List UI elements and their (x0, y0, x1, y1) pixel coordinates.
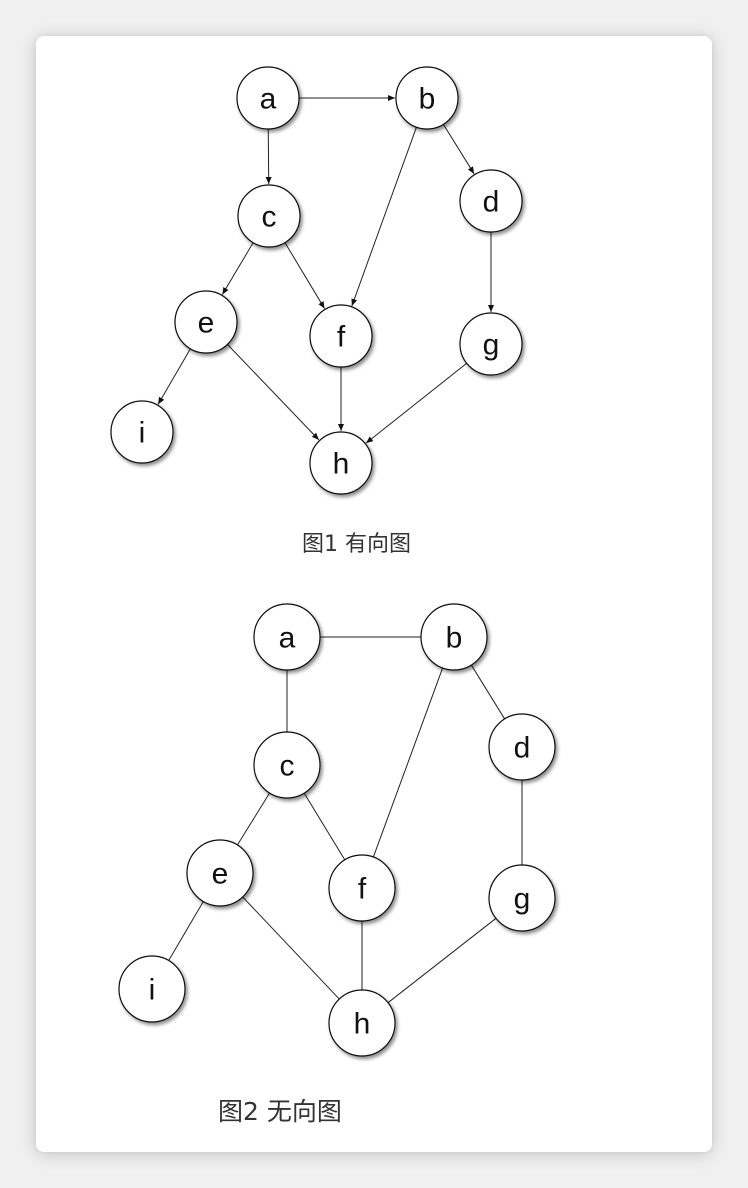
graph-directed: a b c d e f g i h (110, 66, 523, 495)
node-c: c (253, 731, 321, 799)
node-label-e: e (198, 307, 215, 340)
node-b: b (395, 66, 459, 130)
node-circle-d (459, 169, 523, 233)
edge-b-d (470, 664, 506, 720)
node-label-e: e (212, 858, 229, 891)
node-a: a (253, 603, 321, 671)
edge-e-i (157, 348, 191, 405)
node-circle-b (420, 603, 488, 671)
node-circle-i (118, 955, 186, 1023)
node-circle-c (253, 731, 321, 799)
node-a: a (236, 66, 300, 130)
node-circle-g (488, 864, 556, 932)
node-g: g (459, 312, 523, 376)
edge-c-f (303, 792, 346, 861)
node-circle-a (253, 603, 321, 671)
node-e: e (186, 839, 254, 907)
caption-directed-graph: 图1 有向图 (302, 532, 411, 557)
node-label-c: c (262, 201, 277, 234)
diagrams-canvas: a b c d e f g i h a b c d e f g i h (110, 66, 556, 1057)
node-d: d (459, 169, 523, 233)
node-circle-d (488, 713, 556, 781)
edge-g-h (365, 362, 468, 444)
edge-b-f (351, 126, 417, 307)
node-circle-a (236, 66, 300, 130)
node-circle-h (309, 431, 373, 495)
node-h: h (309, 431, 373, 495)
node-label-c: c (280, 750, 295, 783)
node-label-g: g (483, 329, 500, 362)
edge-c-e (221, 242, 254, 295)
node-label-b: b (446, 622, 463, 655)
node-label-d: d (483, 186, 500, 219)
node-f: f (328, 854, 396, 922)
node-label-f: f (358, 873, 367, 906)
node-label-f: f (337, 321, 346, 354)
node-label-a: a (260, 83, 277, 116)
caption-undirected-graph: 图2 无向图 (218, 1097, 342, 1126)
node-circle-e (174, 290, 238, 354)
edge-b-d (442, 124, 475, 175)
node-label-b: b (419, 83, 436, 116)
edge-e-h (242, 896, 340, 1000)
node-label-h: h (354, 1008, 371, 1041)
node-circle-h (328, 989, 396, 1057)
diagram-card: a b c d e f g i h a b c d e f g i h 图1 有向图 图2 无向图 (36, 36, 712, 1152)
node-circle-f (328, 854, 396, 922)
edge-e-h (227, 344, 320, 441)
node-i: i (110, 400, 174, 464)
node-label-d: d (514, 732, 531, 765)
edge-c-f (284, 242, 325, 309)
node-label-i: i (149, 974, 156, 1007)
node-label-g: g (514, 883, 531, 916)
edge-e-i (168, 901, 204, 961)
node-circle-i (110, 400, 174, 464)
edge-b-f (372, 667, 444, 858)
edge-c-e (236, 792, 271, 846)
graph-undirected: a b c d e f g i h (118, 603, 556, 1057)
node-circle-f (309, 304, 373, 368)
node-i: i (118, 955, 186, 1023)
node-d: d (488, 713, 556, 781)
node-c: c (237, 184, 301, 248)
node-circle-b (395, 66, 459, 130)
node-h: h (328, 989, 396, 1057)
node-g: g (488, 864, 556, 932)
node-circle-e (186, 839, 254, 907)
node-f: f (309, 304, 373, 368)
node-e: e (174, 290, 238, 354)
node-circle-c (237, 184, 301, 248)
node-label-a: a (279, 622, 296, 655)
node-label-h: h (333, 448, 350, 481)
node-label-i: i (139, 417, 146, 450)
edge-g-h (387, 917, 497, 1004)
node-b: b (420, 603, 488, 671)
node-circle-g (459, 312, 523, 376)
